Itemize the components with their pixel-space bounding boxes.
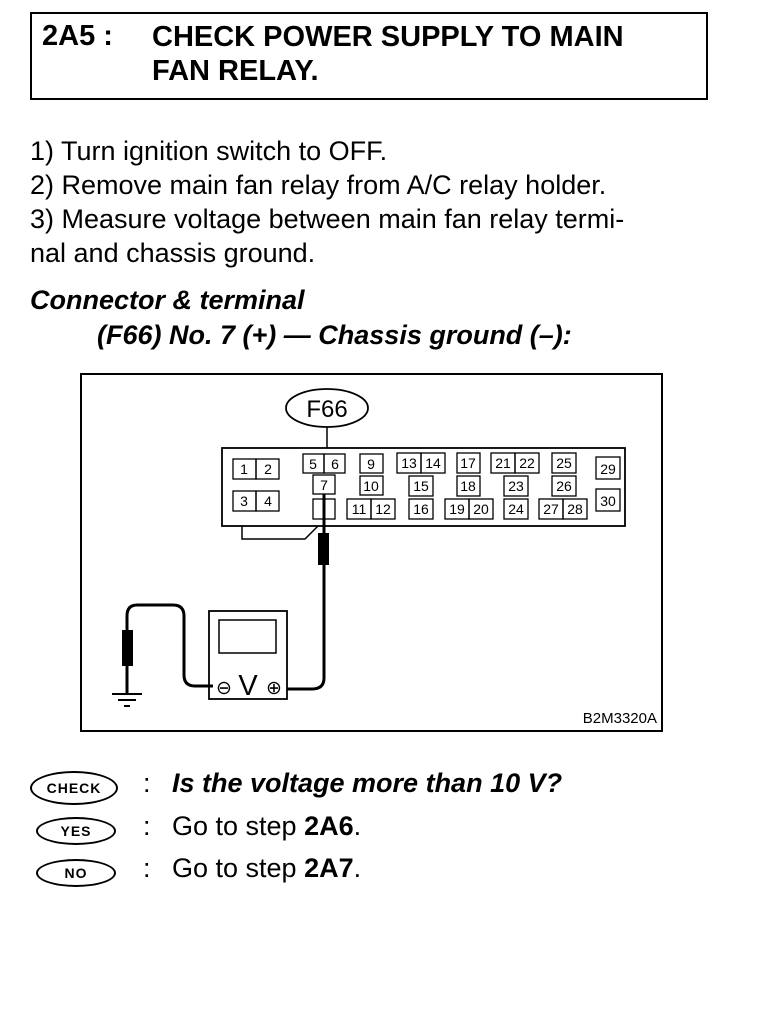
- terminal-label: 15: [413, 478, 429, 494]
- terminal-cell: [323, 453, 346, 474]
- voltmeter-symbol: V: [238, 670, 258, 702]
- yes-instruction: Go to step 2A6.: [172, 811, 361, 842]
- terminal-cell: [370, 498, 396, 520]
- terminal-cell: [456, 452, 481, 474]
- figure-code: B2M3320A: [583, 710, 657, 727]
- check-row: CHECK : Is the voltage more than 10 V?: [30, 768, 730, 805]
- terminal-label: 20: [473, 501, 489, 517]
- terminal-label: 7: [320, 477, 328, 493]
- no-colon: :: [143, 853, 151, 883]
- procedure-step-3: 3) Measure voltage between main fan rela…: [30, 204, 625, 234]
- terminal-label: 30: [600, 493, 616, 509]
- no-row: NO : Go to step 2A7.: [30, 853, 730, 889]
- step-title: CHECK POWER SUPPLY TO MAIN FAN RELAY.: [152, 20, 692, 88]
- check-colon: :: [143, 768, 151, 798]
- terminal-label: 12: [375, 501, 391, 517]
- voltmeter-display: [218, 619, 277, 654]
- terminal-cell: [255, 458, 280, 480]
- positive-terminal-icon: ⊕: [266, 678, 282, 699]
- terminal-label: 21: [495, 455, 511, 471]
- terminal-cell: [595, 456, 621, 480]
- step-title-line-2: FAN RELAY.: [152, 55, 319, 87]
- wiring-figure: F66 1 2 3 4 5 6 7 9: [80, 373, 663, 732]
- terminal-label: 4: [264, 493, 272, 509]
- positive-lead: [287, 565, 326, 691]
- terminal-cell: [503, 475, 529, 497]
- terminal-cell: [562, 498, 588, 520]
- terminal-label: 2: [264, 461, 272, 477]
- check-badge: CHECK: [30, 771, 118, 805]
- yes-row: YES : Go to step 2A6.: [30, 811, 730, 847]
- check-question: Is the voltage more than 10 V?: [172, 768, 563, 798]
- terminal-cell: [551, 475, 577, 497]
- terminal-label: 1: [240, 461, 248, 477]
- connector-spec: (F66) No. 7 (+) — Chassis ground (–):: [97, 320, 572, 350]
- step-title-box: 2A5 : CHECK POWER SUPPLY TO MAIN FAN REL…: [30, 12, 708, 100]
- yes-prefix: Go to step: [172, 811, 305, 841]
- no-target-step: 2A7: [304, 853, 354, 883]
- terminal-label: 29: [600, 461, 616, 477]
- terminal-cell: [503, 498, 529, 520]
- procedure-step-3-cont: nal and chassis ground.: [30, 238, 316, 268]
- terminal-label: 10: [363, 478, 379, 494]
- no-suffix: .: [353, 853, 362, 883]
- terminal-label: 22: [519, 455, 535, 471]
- connector-latch: [241, 525, 319, 540]
- terminal-label: 9: [367, 456, 375, 472]
- no-prefix: Go to step: [172, 853, 305, 883]
- terminal-label: 28: [567, 501, 583, 517]
- terminal-label: 18: [460, 478, 476, 494]
- terminal-label: 23: [508, 478, 524, 494]
- terminal-label: 17: [460, 455, 476, 471]
- terminal-label: 26: [556, 478, 572, 494]
- yes-badge: YES: [36, 817, 116, 845]
- positive-probe-handle: [318, 533, 329, 565]
- terminal-label: 24: [508, 501, 524, 517]
- terminal-cell: [408, 475, 434, 497]
- procedure-step-1: 1) Turn ignition switch to OFF.: [30, 136, 388, 166]
- step-code: 2A5 :: [42, 20, 113, 52]
- no-badge: NO: [36, 859, 116, 887]
- procedure-step-2: 2) Remove main fan relay from A/C relay …: [30, 170, 607, 200]
- figure-frame: [80, 373, 663, 732]
- connector-body: [221, 447, 626, 527]
- terminal-cell: [408, 498, 434, 520]
- yes-colon: :: [143, 811, 151, 841]
- terminal-label: 19: [449, 501, 465, 517]
- terminal-cell: [359, 475, 384, 496]
- terminal-label: 14: [425, 455, 441, 471]
- terminal-cell: [595, 488, 621, 512]
- terminal-label: 11: [352, 501, 367, 517]
- procedure-steps: 1) Turn ignition switch to OFF. 2) Remov…: [30, 134, 720, 270]
- voltmeter-body: [208, 610, 288, 700]
- terminal-cell: [514, 452, 540, 474]
- terminal-label: 13: [401, 455, 417, 471]
- terminal-cell: [255, 490, 280, 512]
- negative-lead: [125, 603, 213, 688]
- terminal-label: 25: [556, 455, 572, 471]
- yes-target-step: 2A6: [304, 811, 354, 841]
- terminal-cell: [551, 452, 577, 474]
- terminal-label: 16: [413, 501, 429, 517]
- step-title-line-1: CHECK POWER SUPPLY TO MAIN: [152, 21, 624, 53]
- connector-label: F66: [306, 396, 347, 423]
- terminal-label: 27: [543, 501, 559, 517]
- wiring-diagram: F66 1 2 3 4 5 6 7 9: [80, 373, 663, 732]
- no-instruction: Go to step 2A7.: [172, 853, 361, 884]
- yes-suffix: .: [353, 811, 362, 841]
- connector-heading: Connector & terminal: [30, 285, 305, 315]
- terminal-cell: [456, 475, 481, 497]
- terminal-cell: [359, 453, 384, 474]
- terminal-label: 5: [309, 456, 317, 472]
- negative-probe-handle: [122, 630, 133, 666]
- terminal-label: 6: [331, 456, 339, 472]
- terminal-label: 3: [240, 493, 248, 509]
- terminal-cells: 1 2 3 4 5 6 7 9 10 11 12: [232, 452, 621, 520]
- negative-terminal-icon: ⊖: [216, 678, 232, 699]
- terminal-cell: [468, 498, 494, 520]
- terminal-cell: [420, 452, 446, 474]
